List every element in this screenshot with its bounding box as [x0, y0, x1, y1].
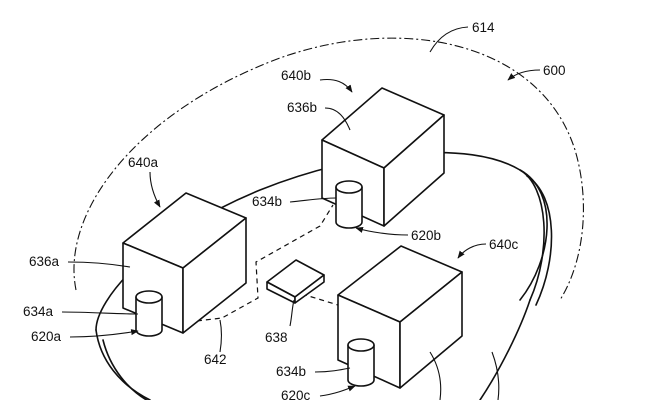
- label-640a: 640a: [128, 155, 159, 170]
- label-642: 642: [204, 352, 227, 367]
- box-636a: [122, 192, 247, 334]
- cylinder-634b-bottom: [347, 338, 375, 387]
- label-620c: 620c: [281, 388, 311, 400]
- dome-enclosure-614: [73, 37, 584, 301]
- label-636a: 636a: [29, 254, 60, 269]
- leader-lines: [61, 26, 541, 401]
- cylinder-634a: [135, 290, 163, 337]
- label-620b: 620b: [411, 228, 441, 243]
- label-640c: 640c: [489, 237, 519, 252]
- label-640b: 640b: [281, 68, 311, 83]
- label-620a: 620a: [31, 329, 62, 344]
- label-600: 600: [543, 63, 566, 78]
- label-634b-bottom: 634b: [276, 364, 306, 379]
- label-634b-top: 634b: [252, 194, 282, 209]
- label-634a: 634a: [23, 304, 54, 319]
- label-638: 638: [265, 330, 288, 345]
- label-614: 614: [472, 20, 495, 35]
- cylinder-634b-top: [335, 180, 363, 229]
- box-638: [266, 259, 325, 304]
- label-636b: 636b: [287, 100, 317, 115]
